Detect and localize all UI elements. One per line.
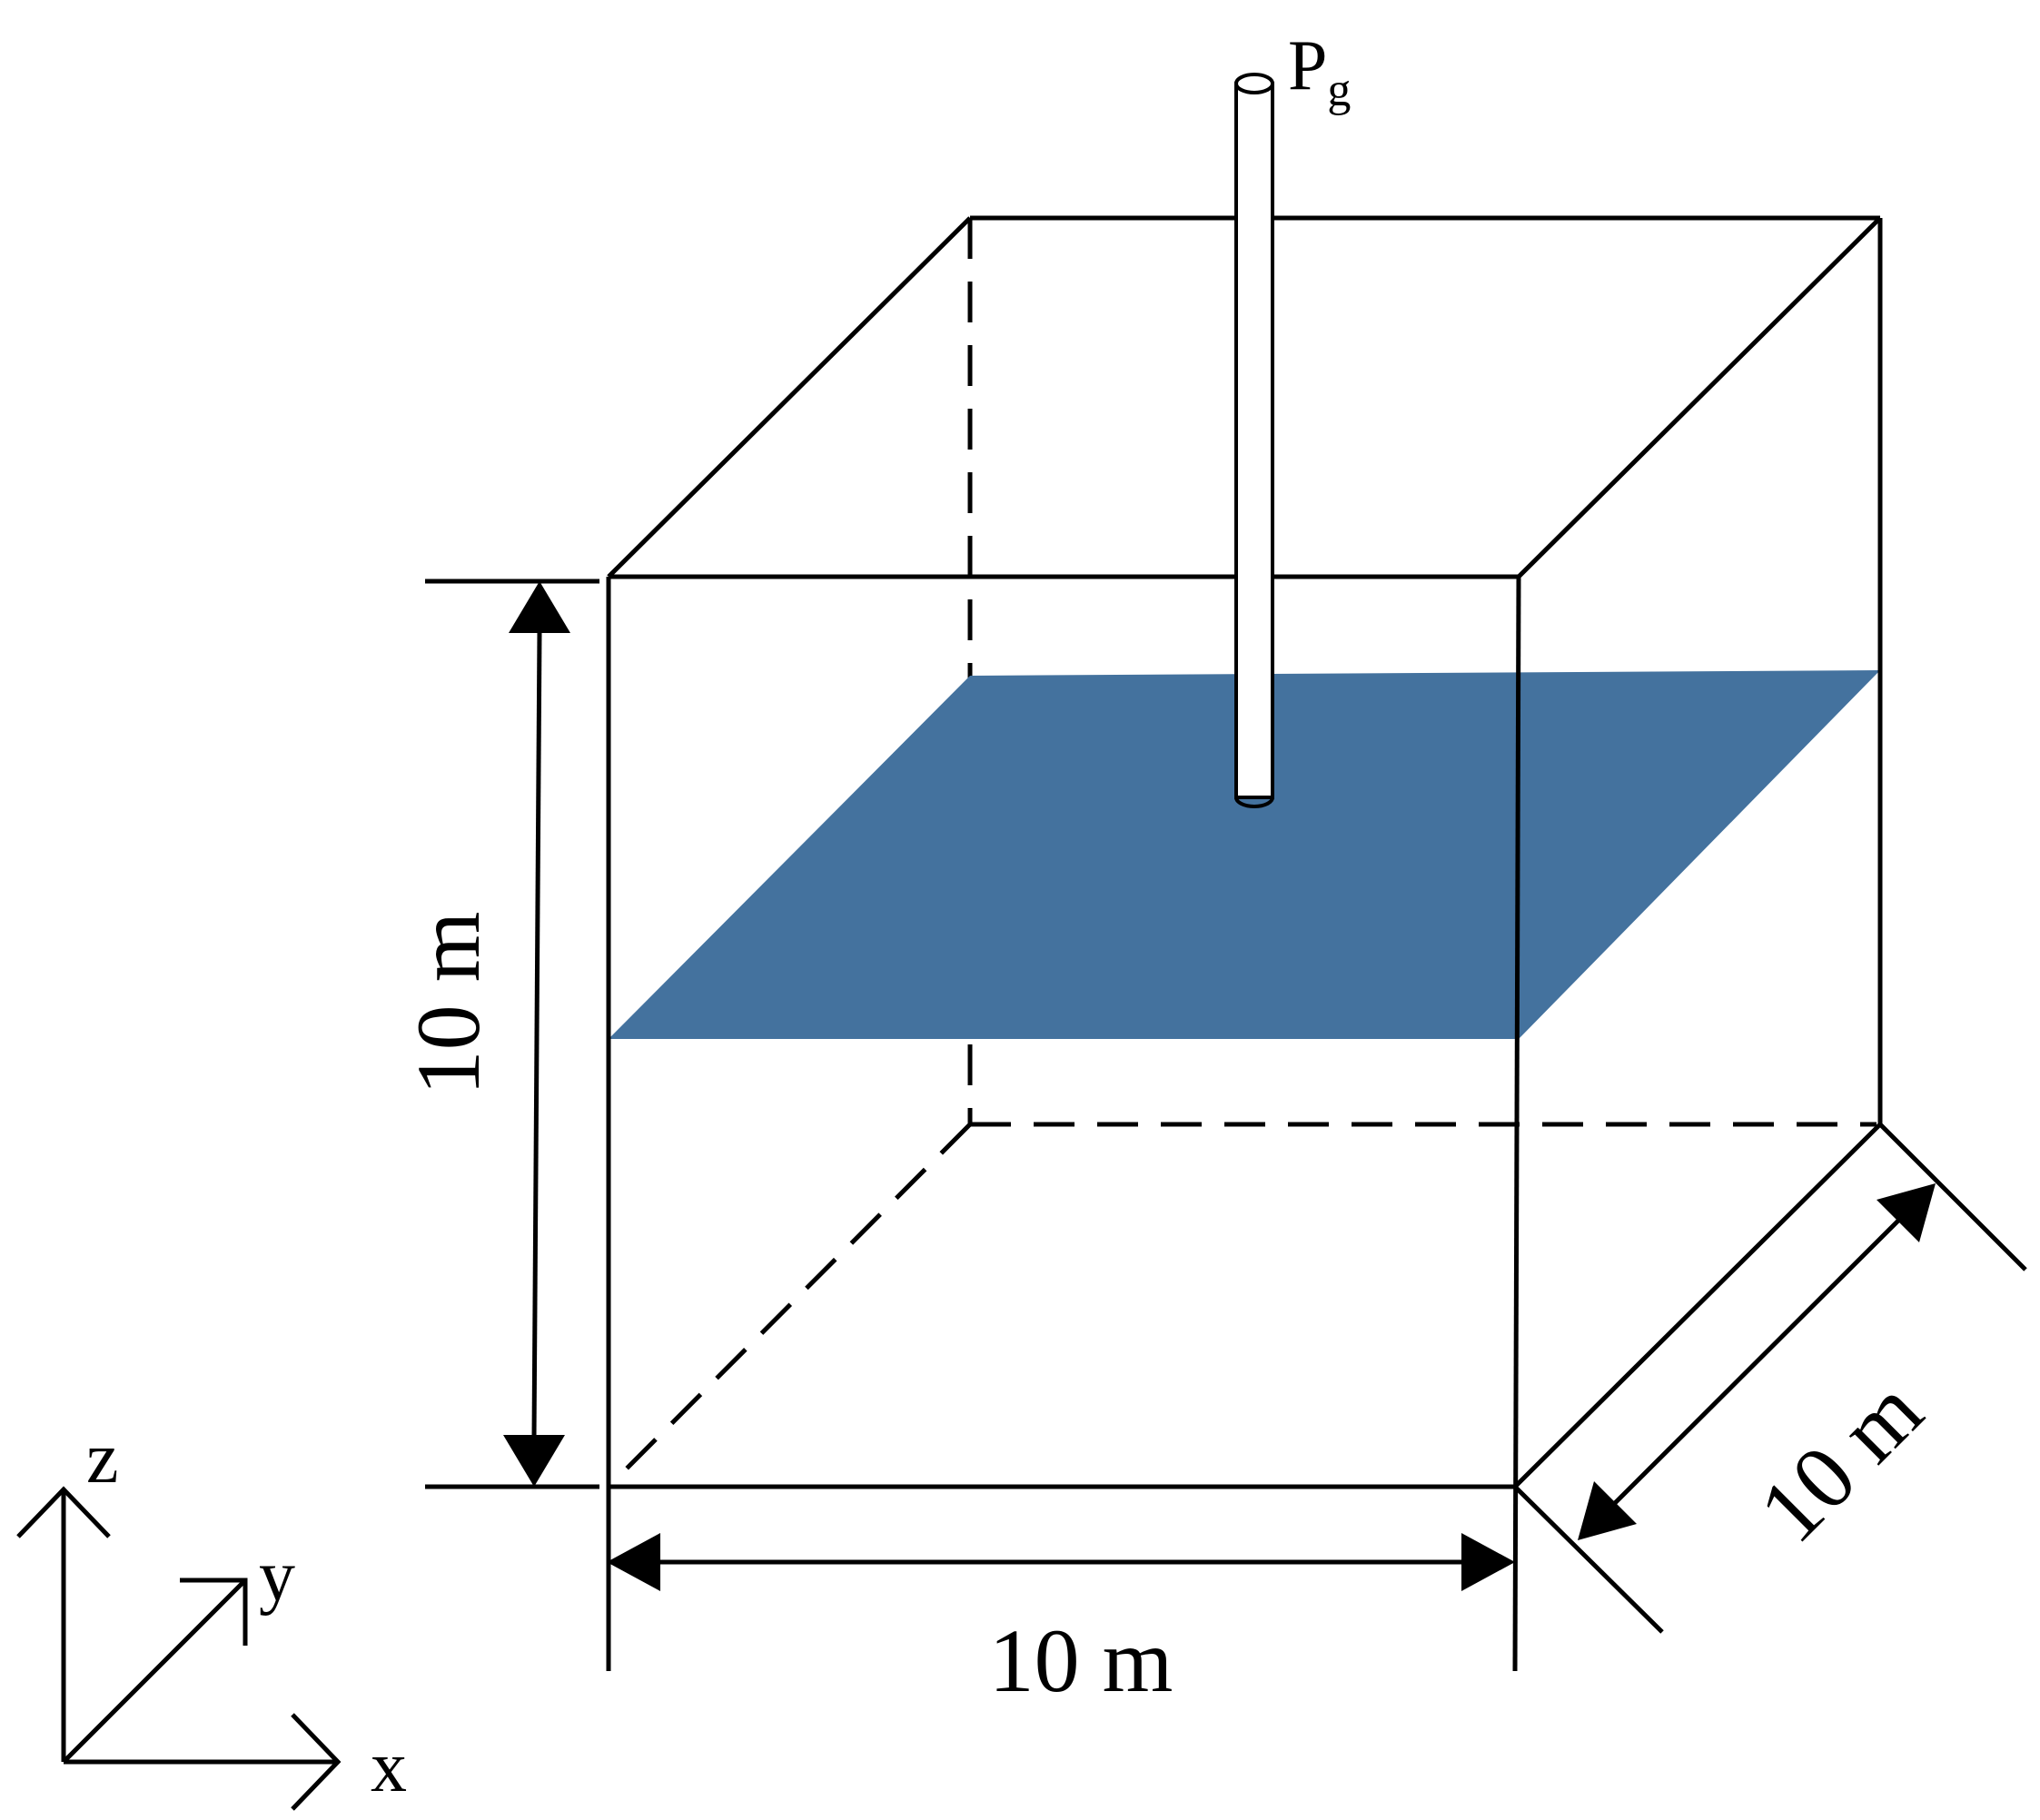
top-right-depth-edge (1517, 216, 1882, 579)
hidden-edges (607, 218, 1877, 1489)
width-dimension-label: 10 m (989, 1610, 1173, 1711)
y-axis-arrowhead (180, 1578, 248, 1646)
top-left-depth-edge (607, 216, 972, 579)
water-surface-plane (609, 670, 1880, 1039)
depth-dimension-label: 10 m (1739, 1360, 1941, 1561)
height-dimension (425, 579, 599, 1489)
width-arrow-left (607, 1533, 660, 1591)
height-arrow-bottom (503, 1435, 565, 1487)
depth-arrow-near (1578, 1481, 1637, 1540)
pipe-top-ellipse (1234, 73, 1274, 94)
gas-pressure-pipe (1234, 73, 1274, 808)
height-dimension-line (531, 630, 542, 1439)
pipe-body (1234, 82, 1274, 799)
pressure-subscript: g (1327, 64, 1351, 116)
width-arrow-right (1461, 1533, 1515, 1591)
depth-dimension (1513, 1123, 2027, 1634)
coordinate-axes (16, 1486, 342, 1811)
x-axis-arrowhead (291, 1713, 342, 1811)
depth-arrow-far (1877, 1183, 1936, 1242)
y-axis-label: y (259, 1537, 295, 1617)
right-bottom-depth-edge (1513, 1123, 1882, 1489)
depth-extension-near (1513, 1485, 1664, 1634)
z-axis-label: z (86, 1419, 119, 1499)
pressure-label: Pg (1288, 25, 1351, 116)
width-dimension (607, 1533, 1515, 1591)
depth-extension-far (1878, 1123, 2027, 1271)
visible-edges (606, 215, 1883, 1672)
pressure-symbol: P (1288, 25, 1327, 104)
x-axis-label: x (371, 1727, 407, 1807)
y-axis-line (62, 1578, 247, 1764)
height-arrow-top (509, 581, 570, 633)
height-dimension-label: 10 m (398, 912, 499, 1096)
left-bottom-depth-edge (607, 1123, 972, 1489)
depth-dimension-line (1612, 1218, 1901, 1506)
z-axis-arrowhead (16, 1486, 111, 1538)
